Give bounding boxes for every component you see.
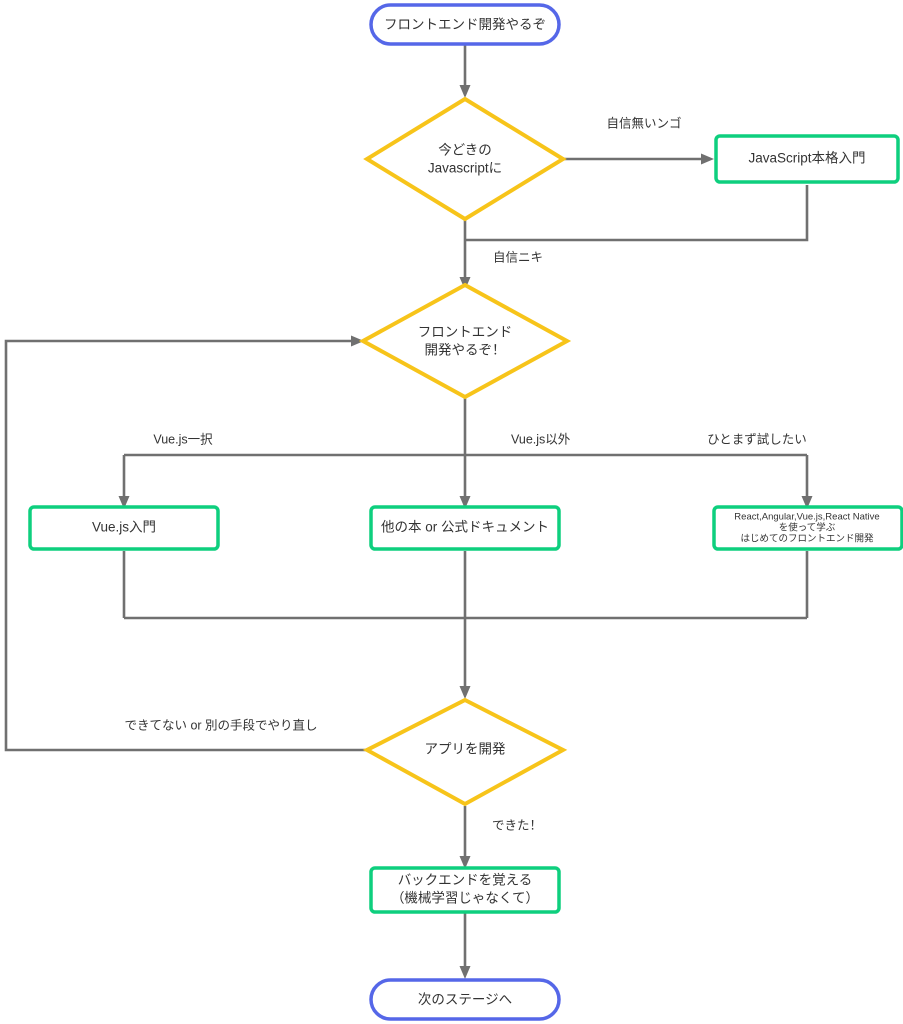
- arrowhead-backend-to-end: [459, 966, 471, 979]
- edge-label-not-vue: Vue.js以外: [511, 432, 571, 446]
- arrowhead-decision-js-to-book-js: [701, 153, 714, 165]
- node-book-other[interactable]: 他の本 or 公式ドキュメント: [369, 505, 561, 551]
- edge-label-vue-only: Vue.js一択: [153, 432, 213, 446]
- node-book-react[interactable]: React,Angular,Vue.js,React Native を使って学ぶ…: [712, 505, 903, 551]
- arrowhead-bus-to-book-react: [801, 496, 813, 509]
- node-decision-frontend[interactable]: フロントエンド 開発やるぞ！: [358, 282, 572, 400]
- arrowhead-bus-to-book-vue: [118, 496, 130, 509]
- node-book-vue-shape[interactable]: [28, 505, 220, 551]
- node-decision-app-shape[interactable]: [362, 697, 568, 807]
- node-decision-js[interactable]: 今どきの Javascriptに: [363, 96, 567, 222]
- node-book-react-shape[interactable]: [712, 505, 903, 551]
- edge-label-confidence: 自信ニキ: [493, 250, 543, 264]
- node-book-vue[interactable]: Vue.js入門: [28, 505, 220, 551]
- node-decision-app[interactable]: アプリを開発: [362, 697, 568, 807]
- node-start-label: フロントエンド開発やるぞ: [384, 17, 546, 32]
- node-book-js-label: JavaScript本格入門: [748, 151, 865, 166]
- node-book-react-label-line3: はじめてのフロントエンド開発: [740, 533, 874, 545]
- node-start[interactable]: フロントエンド開発やるぞ: [369, 3, 561, 46]
- edge-label-group: 自信無いンゴ 自信ニキ Vue.js一択 Vue.js以外 ひとまず試したい で…: [124, 115, 806, 832]
- node-backend[interactable]: バックエンドを覚える （機械学習じゃなくて）: [369, 866, 561, 914]
- arrowhead-decision-app-to-backend: [459, 856, 471, 869]
- node-decision-js-shape[interactable]: [363, 96, 567, 222]
- node-decision-frontend-label-line1: フロントエンド: [418, 325, 513, 340]
- node-decision-app-label: アプリを開発: [425, 742, 506, 757]
- edge-book-js-to-decision-frontend: [466, 185, 809, 242]
- node-end[interactable]: 次のステージへ: [369, 978, 561, 1021]
- node-backend-label-line2: （機械学習じゃなくて）: [391, 891, 539, 906]
- node-end-shape[interactable]: [369, 978, 561, 1021]
- arrowhead-start-to-decision-js: [459, 85, 471, 98]
- node-decision-frontend-shape[interactable]: [358, 282, 572, 400]
- node-backend-shape[interactable]: [369, 866, 561, 914]
- node-book-js-shape[interactable]: [714, 134, 900, 184]
- node-book-other-shape[interactable]: [369, 505, 561, 551]
- node-decision-js-label-line2: Javascriptに: [428, 161, 502, 176]
- edge-decision-app-retry-loop: [4, 339, 367, 752]
- edge-label-retry: できてない or 別の手段でやり直し: [124, 717, 317, 732]
- node-backend-label-line1: バックエンドを覚える: [398, 873, 533, 888]
- edge-label-try-first: ひとまず試したい: [707, 431, 807, 446]
- node-book-vue-label: Vue.js入門: [92, 520, 156, 535]
- arrowhead-bus-to-book-other: [459, 496, 471, 509]
- arrowhead-books-to-decision-app: [459, 686, 471, 699]
- edge-label-no-confidence: 自信無いンゴ: [606, 115, 681, 130]
- node-decision-js-label-line1: 今どきの: [438, 143, 492, 158]
- edge-label-done: できた！: [492, 818, 542, 832]
- node-book-react-label-line2: を使って学ぶ: [779, 522, 836, 534]
- node-decision-frontend-label-line2: 開発やるぞ！: [425, 343, 506, 358]
- node-book-react-label-line1: React,Angular,Vue.js,React Native: [734, 512, 879, 523]
- edge-group: [4, 44, 813, 979]
- node-start-shape[interactable]: [369, 3, 561, 46]
- node-end-label: 次のステージへ: [418, 992, 512, 1007]
- arrowhead-decision-app-retry-loop: [351, 335, 364, 347]
- node-book-js[interactable]: JavaScript本格入門: [714, 134, 900, 184]
- node-book-other-label: 他の本 or 公式ドキュメント: [381, 520, 549, 535]
